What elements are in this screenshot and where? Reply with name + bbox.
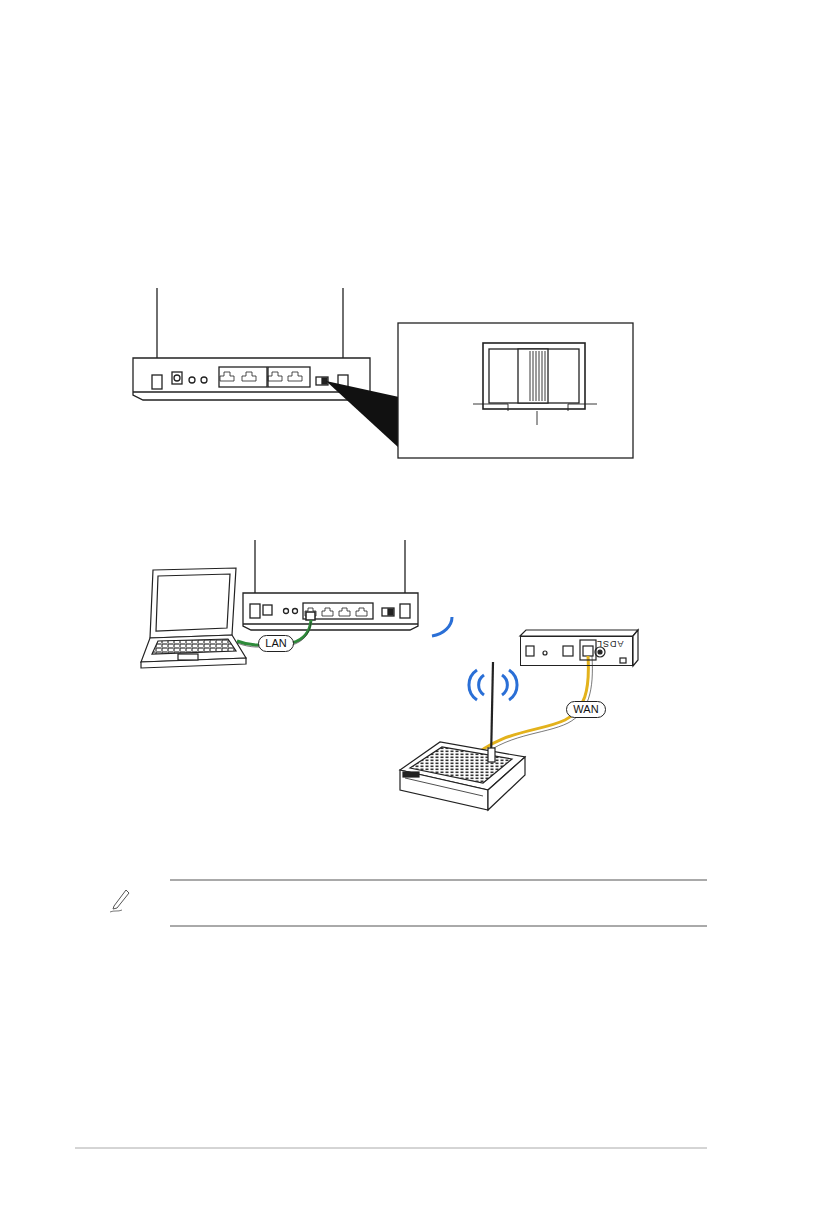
laptop xyxy=(141,568,246,668)
cable-label: WAN xyxy=(566,701,605,718)
modem-box: ADSL xyxy=(520,636,633,666)
zoom-wedge xyxy=(326,381,399,448)
wireless-router xyxy=(400,662,525,810)
wifi-signal xyxy=(469,670,517,700)
brand-text: ADSL xyxy=(596,639,624,649)
cable-label: LAN xyxy=(258,635,293,652)
note-marker xyxy=(110,880,707,926)
footer-rule xyxy=(75,1148,707,1149)
switch-zoom xyxy=(398,323,633,458)
router-back xyxy=(243,540,418,630)
adsl-modem xyxy=(520,630,638,666)
wireless-waves xyxy=(432,617,452,636)
